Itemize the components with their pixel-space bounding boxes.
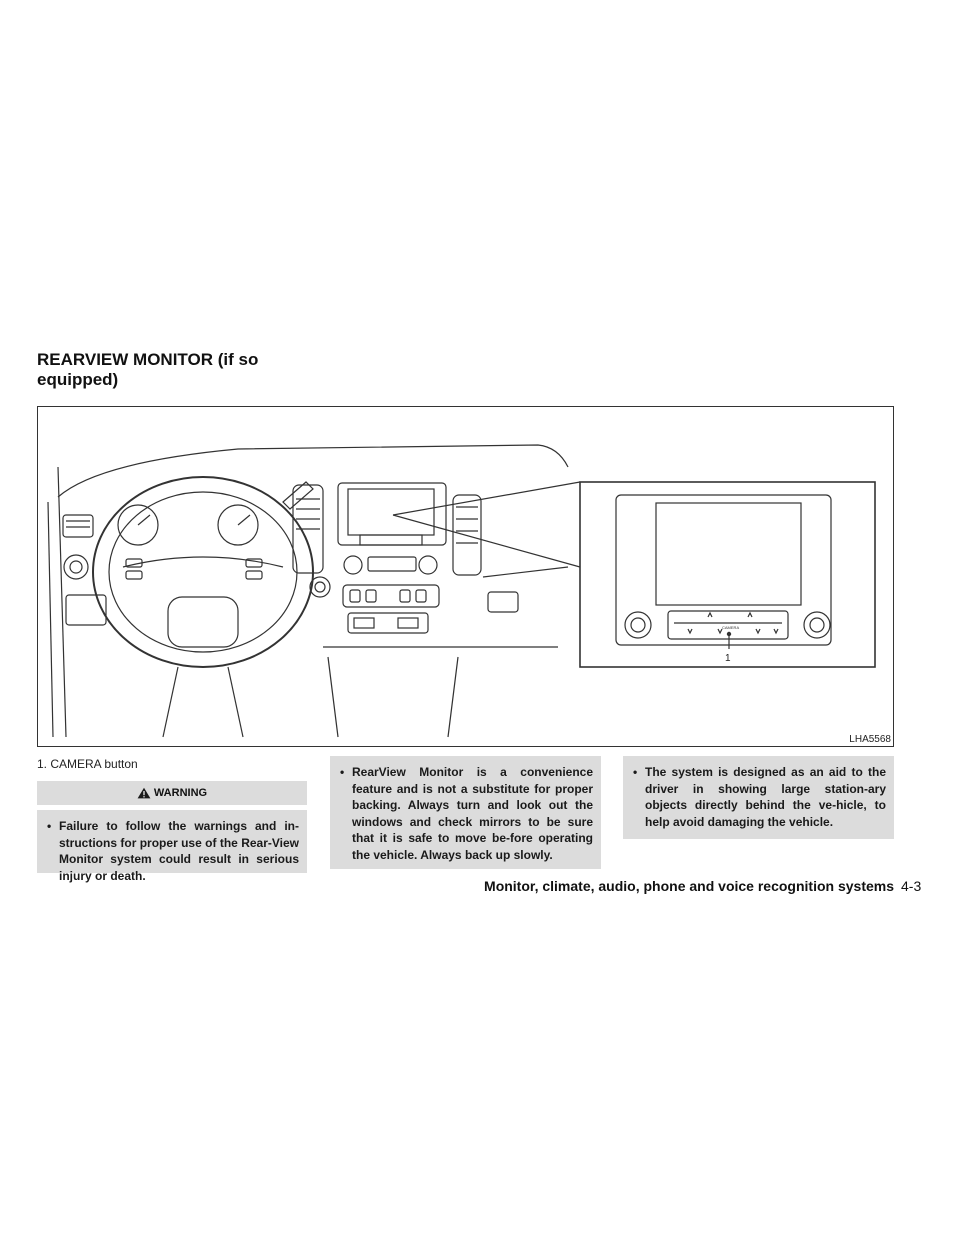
warning-label: WARNING [153,787,208,799]
footer-chapter: Monitor, climate, audio, phone and voice… [484,878,894,894]
warning-bullet-2: • RearView Monitor is a convenience featu… [330,756,601,869]
warning-text: RearView Monitor is a convenience featur… [352,765,593,862]
figure-code: LHA5568 [849,734,891,745]
figure-caption: 1. CAMERA button [37,757,138,771]
dashboard-drawing [47,444,876,738]
bullet-dot: • [633,765,638,779]
warning-bullet-1: • Failure to follow the warnings and in-s… [37,810,307,883]
section-title: REARVIEW MONITOR (if so equipped) [37,350,259,389]
dashboard-illustration: CAMERA 1 LHA5568 [37,406,894,747]
warning-header: WARNING [37,781,307,805]
bullet-dot: • [47,819,52,833]
bullet-dot: • [340,765,345,779]
warning-text: The system is designed as an aid to the … [645,765,886,829]
warning-bullet-3: • The system is designed as an aid to the… [623,756,894,839]
warning-text: Failure to follow the warnings and in-st… [59,819,299,883]
warning-triangle-icon [137,787,151,799]
camera-button-label: CAMERA [722,625,740,630]
callout-number: 1 [725,653,731,664]
page-number: 4-3 [901,878,922,894]
